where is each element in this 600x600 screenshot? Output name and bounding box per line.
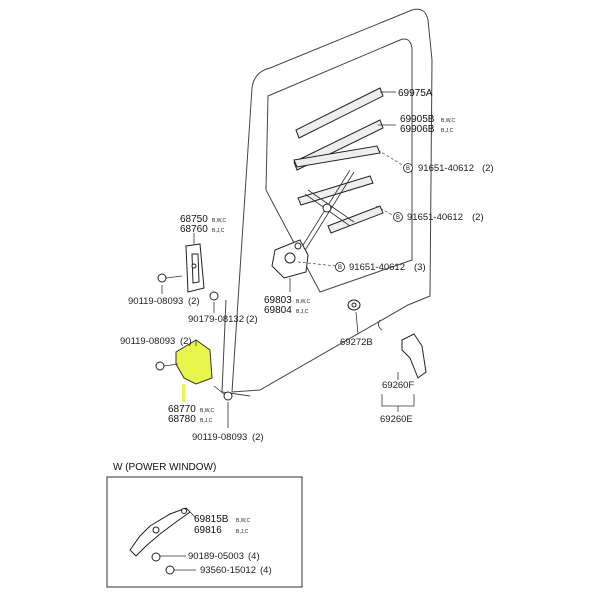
svg-text:B,W,C: B,W,C (236, 518, 251, 524)
door-lock-part[interactable] (175, 339, 213, 385)
label-68760: 68760 (180, 224, 208, 235)
label-69804: 69804 (264, 305, 292, 316)
label-91651-c: 91651-40612 (349, 262, 405, 273)
svg-text:(4): (4) (260, 565, 272, 576)
label-91651-a: 91651-40612 (418, 163, 474, 174)
label-91651-b: 91651-40612 (407, 212, 463, 223)
svg-text:(3): (3) (414, 262, 426, 273)
svg-text:(2): (2) (252, 432, 264, 443)
svg-text:(2): (2) (180, 336, 192, 347)
label-69906B: 69906B (400, 124, 435, 135)
bolt-icons (155, 273, 361, 401)
label-68780: 68780 (168, 414, 196, 425)
svg-text:B,J,C: B,J,C (296, 309, 309, 315)
label-69260F: 69260F (382, 380, 414, 391)
svg-text:B,J,C: B,J,C (441, 128, 454, 134)
label-69816: 69816 (194, 525, 222, 536)
part-labels: 69975A 69905B B,W,C 69906B B,J,C 91651-4… (120, 88, 494, 443)
svg-text:(4): (4) (248, 551, 260, 562)
svg-text:(2): (2) (188, 296, 200, 307)
svg-text:(2): (2) (482, 163, 494, 174)
inside-handle-assembly (185, 243, 205, 293)
svg-text:B: B (338, 265, 342, 271)
label-90119-c: 90119-08093 (192, 432, 247, 443)
callout-markers: B B B (335, 163, 413, 272)
svg-text:B,W,C: B,W,C (212, 218, 227, 224)
label-68750: 68750 (180, 214, 208, 225)
svg-text:B: B (406, 166, 410, 172)
inset-title: W (POWER WINDOW) (113, 462, 216, 473)
label-90189: 90189-05003 (188, 551, 244, 562)
label-69803: 69803 (264, 295, 292, 306)
label-90119-a: 90119-08093 (128, 296, 183, 307)
label-69815B: 69815B (194, 514, 229, 525)
label-69975A: 69975A (398, 88, 433, 99)
svg-text:B,J,C: B,J,C (212, 228, 225, 234)
label-93560: 93560-15012 (200, 565, 256, 576)
svg-text:B,J,C: B,J,C (200, 418, 213, 424)
outside-handle-part (378, 319, 427, 379)
svg-text:B: B (396, 215, 400, 221)
label-90119-b: 90119-08093 (120, 336, 175, 347)
leader-lines (161, 91, 415, 428)
door-panel-outline (221, 8, 433, 397)
label-90179: 90179-08132 (188, 314, 244, 325)
label-69905B: 69905B (400, 114, 435, 125)
label-69272B: 69272B (340, 337, 373, 348)
label-68770: 68770 (168, 404, 196, 415)
svg-text:B,W,C: B,W,C (441, 118, 456, 124)
svg-text:B,J,C: B,J,C (236, 529, 249, 535)
window-regulator (271, 87, 384, 279)
svg-text:(2): (2) (246, 314, 258, 325)
svg-text:(2): (2) (472, 212, 484, 223)
power-window-inset: W (POWER WINDOW) 69815B B,W,C 69816 B,J,… (106, 462, 303, 588)
svg-text:B,W,C: B,W,C (200, 408, 215, 414)
svg-text:B,W,C: B,W,C (296, 299, 311, 305)
door-lock-highlight (175, 339, 213, 402)
label-69260E: 69260E (380, 414, 413, 425)
